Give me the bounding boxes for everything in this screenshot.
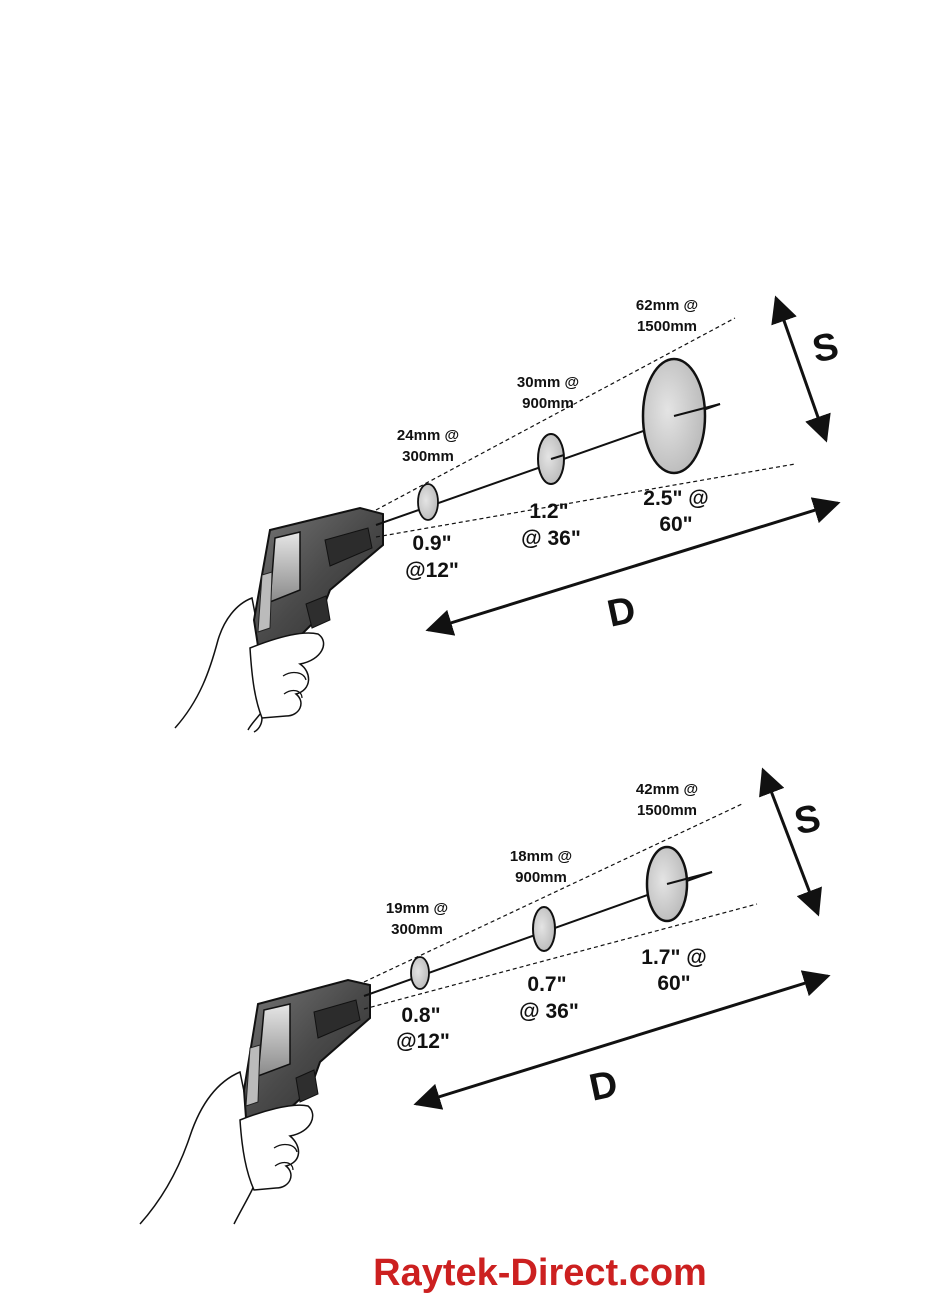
spot-near-inch-top: 0.9": [412, 532, 451, 555]
spot-mid-metric-bottom: 900mm: [522, 395, 574, 412]
spot-mid-inch-top: 0.7": [527, 973, 566, 996]
size-label: S: [809, 325, 843, 371]
distance-label: D: [604, 589, 640, 636]
spot-mid-inch-top: 1.2": [529, 500, 568, 523]
spot-near-inch-top: 0.8": [401, 1004, 440, 1027]
spot-near-metric-top: 24mm @: [397, 427, 459, 444]
size-arrow: [763, 770, 818, 914]
spot-far-inch-top: 1.7" @: [641, 946, 706, 969]
spot-near-metric-bottom: 300mm: [402, 448, 454, 465]
spot-mid-inch-bottom: @ 36": [519, 1000, 579, 1023]
spot-near-inch-bottom: @12": [396, 1030, 450, 1053]
brand-footer: Raytek-Direct.com: [0, 1252, 950, 1295]
diagram-1: 24mm @ 300mm 30mm @ 900mm 62mm @ 1500mm …: [175, 297, 842, 732]
spot-far-metric-bottom: 1500mm: [637, 318, 697, 335]
spot-mid-metric-top: 18mm @: [510, 848, 572, 865]
spot-far-metric-bottom: 1500mm: [637, 802, 697, 819]
spot-mid-metric-top: 30mm @: [517, 374, 579, 391]
spot-far-inch-bottom: 60": [659, 513, 692, 536]
diagram-2: 19mm @ 300mm 18mm @ 900mm 42mm @ 1500mm …: [140, 770, 828, 1224]
spot-far-inch-top: 2.5" @: [643, 487, 708, 510]
spot-far-metric-top: 42mm @: [636, 781, 698, 798]
size-label: S: [791, 797, 825, 843]
thermometer-gun-illustration: [175, 508, 383, 732]
spot-mid: [533, 907, 555, 951]
spot-near: [418, 484, 438, 520]
spot-mid-metric-bottom: 900mm: [515, 869, 567, 886]
spot-near-metric-top: 19mm @: [386, 900, 448, 917]
distance-arrow: [416, 976, 828, 1104]
spot-mid-inch-bottom: @ 36": [521, 527, 581, 550]
distance-label: D: [586, 1063, 622, 1110]
spot-far-inch-bottom: 60": [657, 972, 690, 995]
thermometer-gun-illustration: [140, 980, 370, 1224]
spot-near-metric-bottom: 300mm: [391, 921, 443, 938]
spot-near: [411, 957, 429, 989]
spot-far-metric-top: 62mm @: [636, 297, 698, 314]
spot-near-inch-bottom: @12": [405, 559, 459, 582]
